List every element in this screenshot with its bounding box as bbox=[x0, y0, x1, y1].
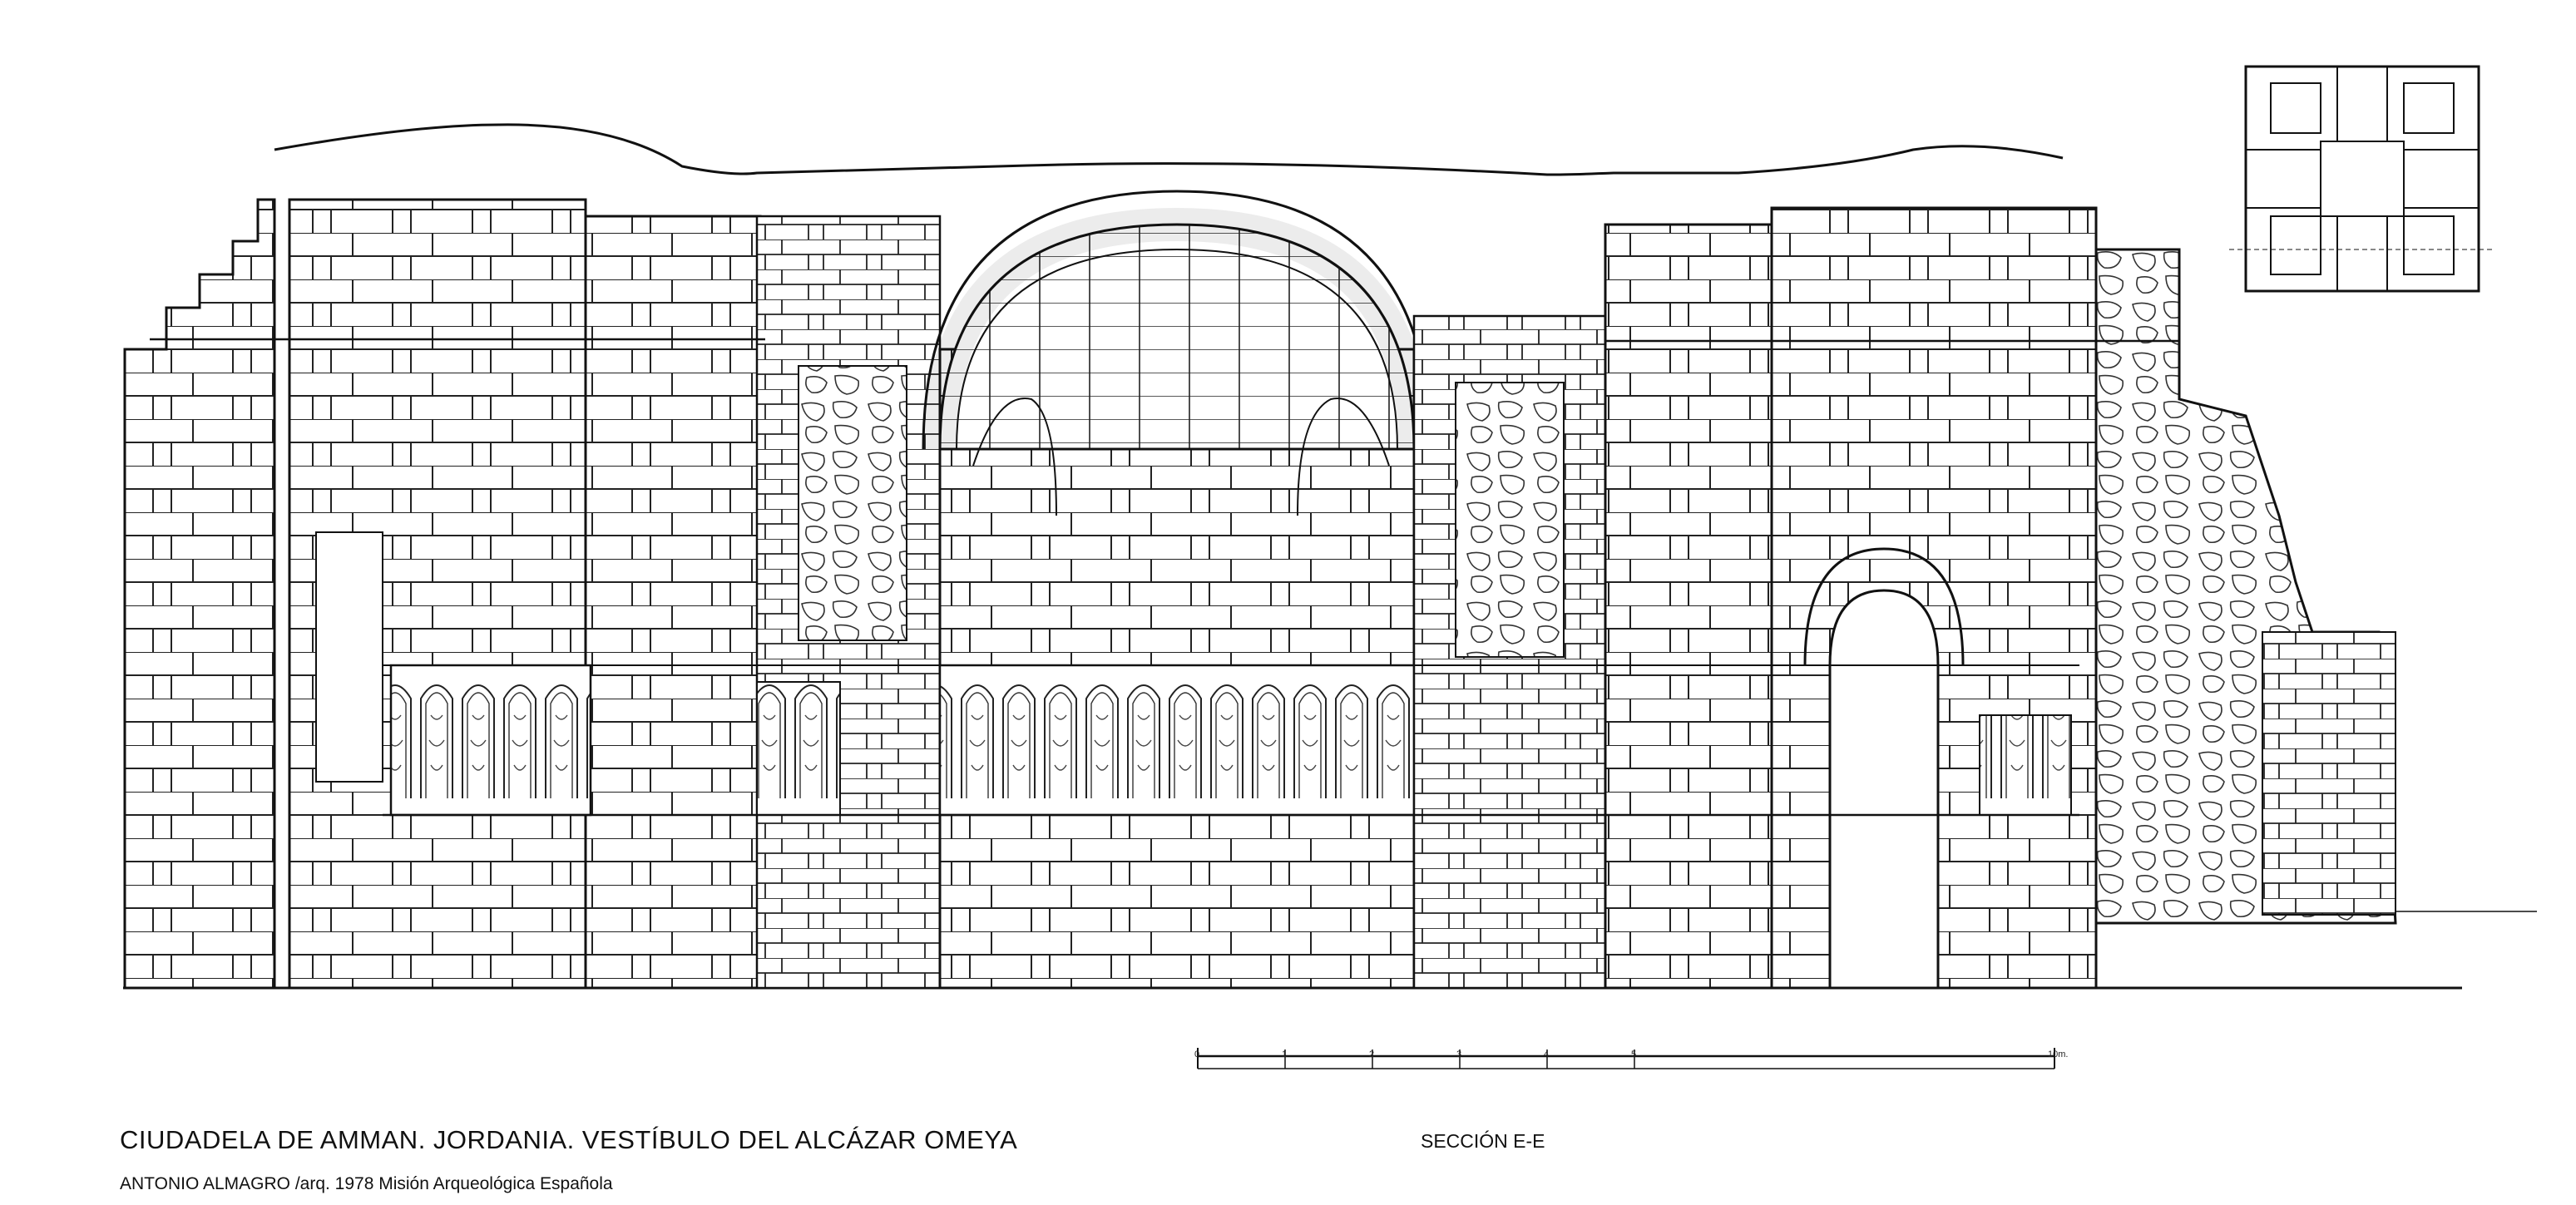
dome-arch-inner bbox=[956, 248, 1398, 450]
scale-tick-4: 4 bbox=[1544, 1049, 1550, 1059]
scale-bar bbox=[1197, 1048, 2055, 1069]
drawing-title: CIUDADELA DE AMMAN. JORDANIA. VESTÍBULO … bbox=[120, 1125, 1018, 1154]
left-side-wall bbox=[584, 215, 762, 990]
left-niche-frieze bbox=[389, 664, 592, 817]
key-plan bbox=[2229, 65, 2495, 293]
drawing-credit: ANTONIO ALMAGRO /arq. 1978 Misión Arqueo… bbox=[120, 1174, 613, 1193]
left-stepped-ruin bbox=[123, 198, 276, 990]
right-ruin-masonry bbox=[2262, 631, 2396, 916]
right-jamb-panel bbox=[1455, 382, 1565, 658]
right-side-wall bbox=[1604, 223, 1773, 990]
scale-tick-5: 5 bbox=[1631, 1049, 1637, 1059]
left-squinch bbox=[972, 398, 1057, 516]
dome-arch-outer bbox=[922, 190, 1432, 450]
scale-tick-3: 3 bbox=[1456, 1049, 1462, 1059]
scale-tick-10: 10m. bbox=[2048, 1049, 2069, 1059]
left-tower-opening bbox=[315, 531, 383, 783]
left-jamb-niche-frieze bbox=[756, 681, 841, 816]
central-niche-frieze bbox=[938, 664, 1416, 817]
scale-tick-2: 2 bbox=[1369, 1049, 1375, 1059]
section-label: SECCIÓN E-E bbox=[1421, 1130, 1545, 1152]
dome-arch-ring bbox=[923, 207, 1431, 450]
scale-unit: m. bbox=[2058, 1049, 2069, 1059]
ruin-profile bbox=[274, 123, 2064, 176]
scale-tick-1: 1 bbox=[1282, 1049, 1288, 1059]
right-squinch bbox=[1297, 398, 1390, 516]
central-dome bbox=[938, 223, 1416, 451]
right-doorway-arch-ring bbox=[1803, 547, 1965, 666]
left-jamb-panel bbox=[798, 365, 907, 641]
scale-tick-0: 0 bbox=[1194, 1049, 1200, 1059]
right-niche-frieze bbox=[1979, 714, 2072, 816]
right-tower-doorway bbox=[1828, 589, 1940, 990]
